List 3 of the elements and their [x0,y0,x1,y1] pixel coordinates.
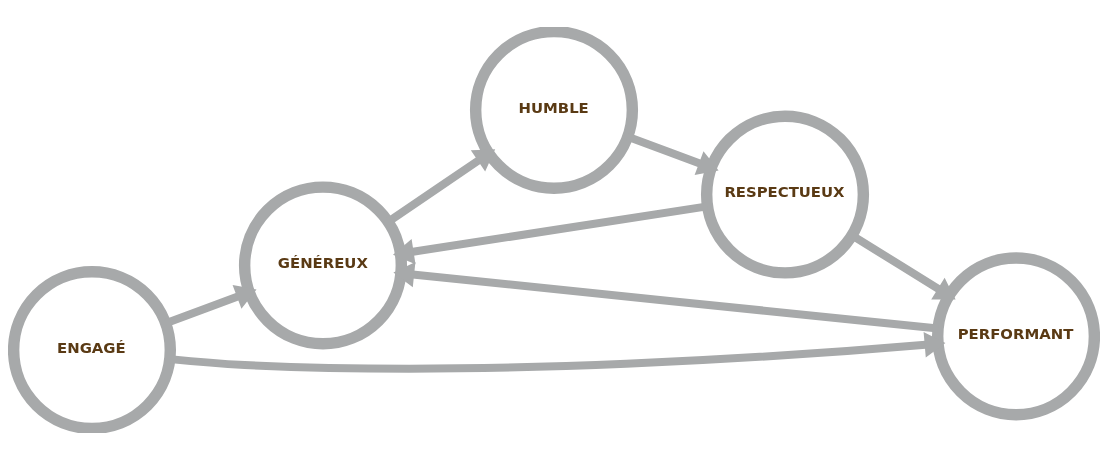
node-circle: GÉNÉREUX [238,181,408,350]
node-circle: ENGAGÉ [8,266,176,433]
node-circle: RESPECTUEUX [700,110,870,279]
